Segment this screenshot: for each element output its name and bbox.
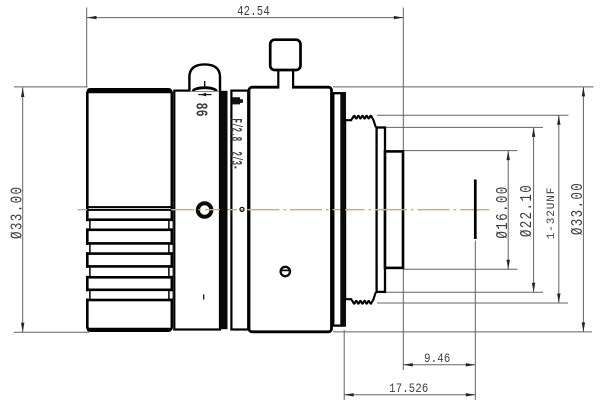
- svg-text:9.46: 9.46: [424, 351, 450, 366]
- svg-text:2/3-: 2/3-: [227, 151, 245, 169]
- svg-text:42.54: 42.54: [237, 4, 270, 20]
- svg-text:Ø22.10: Ø22.10: [519, 184, 537, 237]
- svg-text:Ø33.00: Ø33.00: [9, 186, 27, 239]
- svg-text:1-32UNF: 1-32UNF: [546, 187, 558, 240]
- svg-text:Ø33.00: Ø33.00: [569, 182, 587, 235]
- svg-text:Ø16.00: Ø16.00: [495, 185, 513, 238]
- svg-text:F/2.8: F/2.8: [227, 118, 245, 141]
- svg-text:86: 86: [191, 103, 210, 117]
- svg-text:17.526: 17.526: [389, 381, 428, 396]
